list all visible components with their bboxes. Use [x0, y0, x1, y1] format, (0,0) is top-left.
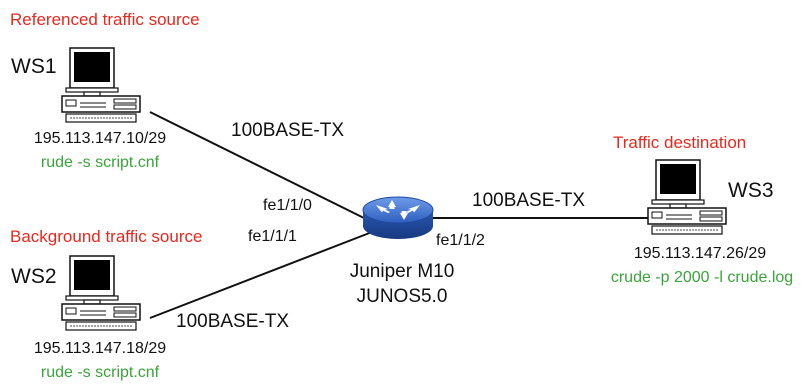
link-ws3-media-label: 100BASE-TX	[472, 190, 585, 211]
port-fe1-1-0-label: fe1/1/0	[263, 197, 312, 214]
workstation-icon	[61, 255, 141, 331]
port-fe1-1-2-label: fe1/1/2	[436, 232, 485, 249]
router-icon	[362, 196, 434, 239]
router-model-label: Juniper M10	[349, 261, 455, 282]
workstation-icon	[61, 47, 141, 123]
link-ws1-media-label: 100BASE-TX	[231, 120, 344, 141]
port-fe1-1-1-label: fe1/1/1	[248, 228, 297, 245]
ws1-name: WS1	[11, 55, 57, 78]
router-os-label: JUNOS5.0	[356, 286, 448, 307]
ws3-ip: 195.113.147.26/29	[633, 245, 767, 262]
ws3-role-label: Traffic destination	[613, 133, 747, 152]
link-ws1-router	[149, 111, 373, 223]
ws2-ip: 195.113.147.18/29	[33, 340, 167, 357]
ws1-command: rude -s script.cnf	[40, 154, 160, 171]
ws1-ip: 195.113.147.10/29	[33, 130, 167, 147]
ws2-role-label: Background traffic source	[10, 227, 203, 246]
link-ws2-router	[149, 231, 373, 319]
link-ws2-media-label: 100BASE-TX	[176, 311, 289, 332]
workstation-icon	[647, 159, 727, 235]
ws2-name: WS2	[11, 265, 57, 288]
ws3-name: WS3	[728, 179, 774, 202]
ws2-command: rude -s script.cnf	[40, 364, 160, 381]
ws1-role-label: Referenced traffic source	[10, 10, 200, 29]
ws3-command: crude -p 2000 -l crude.log	[610, 269, 794, 286]
